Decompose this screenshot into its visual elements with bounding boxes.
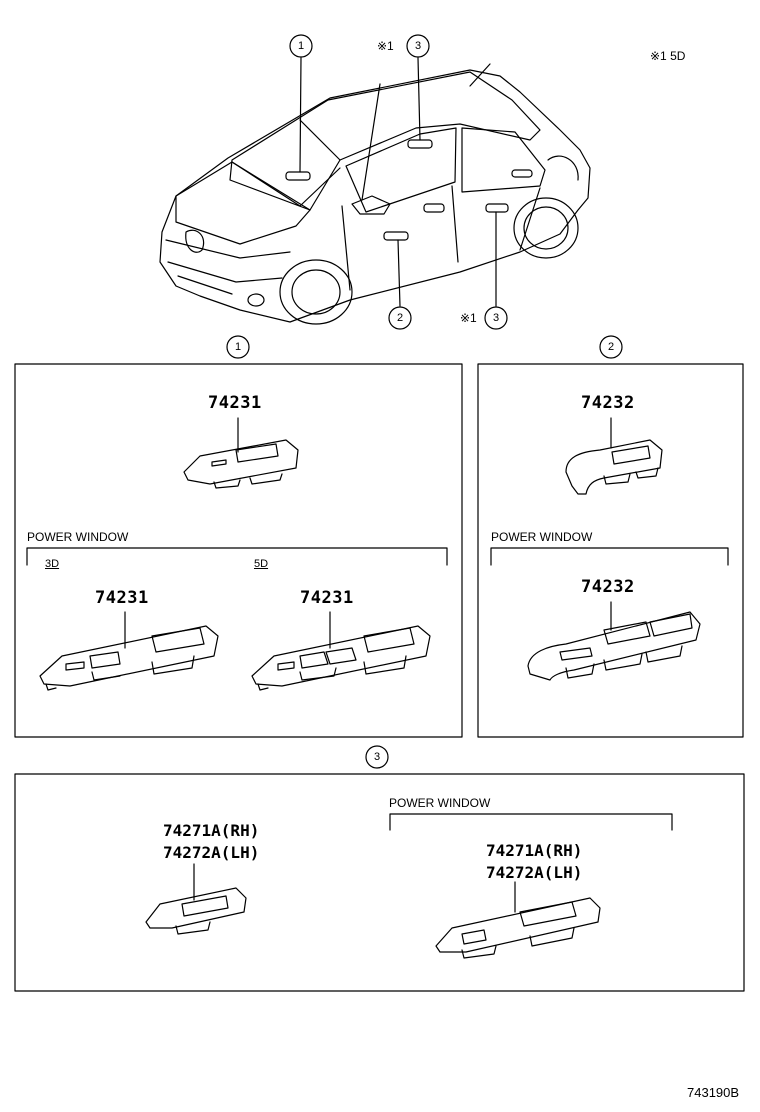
section3-callout-circle [365, 745, 389, 769]
section2-power-window-label: POWER WINDOW [491, 530, 593, 544]
part-number-74231-3d: 74231 [95, 588, 149, 608]
section2-callout-number: 2 [608, 341, 614, 353]
part-number-74271A-right: 74271A(RH) [486, 841, 583, 860]
callout-number-3-bottom: 3 [493, 312, 499, 324]
part-number-74232-pw: 74232 [581, 577, 635, 597]
note-mark-top: ※1 [377, 39, 394, 53]
part-number-74272A-right: 74272A(LH) [486, 863, 583, 882]
switch-74231-5d [251, 611, 431, 691]
part-number-74231-top: 74231 [208, 393, 262, 413]
switch-74232-single [565, 417, 663, 495]
switch-74231-single [183, 417, 299, 489]
section3-bracket [389, 813, 673, 831]
switch-74231-3d [39, 611, 219, 691]
part-number-74232-top: 74232 [581, 393, 635, 413]
section1-power-window-label: POWER WINDOW [27, 530, 129, 544]
part-number-74272A-left: 74272A(LH) [163, 843, 260, 862]
note-mark-bottom: ※1 [460, 311, 477, 325]
part-number-74231-5d: 74231 [300, 588, 354, 608]
section1-callout-number: 1 [235, 341, 241, 353]
diagram-code: 743190B [687, 1085, 740, 1100]
callout-circle-1-top [289, 34, 313, 58]
callout-circle-2-bottom [388, 306, 412, 330]
section2-callout-circle [599, 335, 623, 359]
note-5d: ※1 5D [650, 49, 686, 63]
switch-74232-pw [527, 601, 701, 681]
variant-3d-label: 3D [45, 558, 60, 570]
part-number-74271A-left: 74271A(RH) [163, 821, 260, 840]
car-illustration [159, 63, 591, 325]
callout-number-2-bottom: 2 [397, 312, 403, 324]
section3-power-window-label: POWER WINDOW [389, 796, 491, 810]
section2-frame [477, 363, 744, 738]
car-leader-lines [299, 57, 497, 307]
callout-circle-3-bottom [484, 306, 508, 330]
section1-bracket [26, 547, 448, 566]
switch-74271A-pw [435, 881, 601, 959]
section2-bracket [490, 547, 729, 566]
switch-74271A-standard [145, 863, 247, 935]
callout-number-3-top: 3 [415, 40, 421, 52]
variant-5d-label: 5D [254, 558, 269, 570]
callout-circle-3-top [406, 34, 430, 58]
section3-callout-number: 3 [374, 751, 380, 763]
section3-frame [14, 773, 745, 992]
section1-frame [14, 363, 463, 738]
section1-callout-circle [226, 335, 250, 359]
callout-number-1-top: 1 [298, 40, 304, 52]
